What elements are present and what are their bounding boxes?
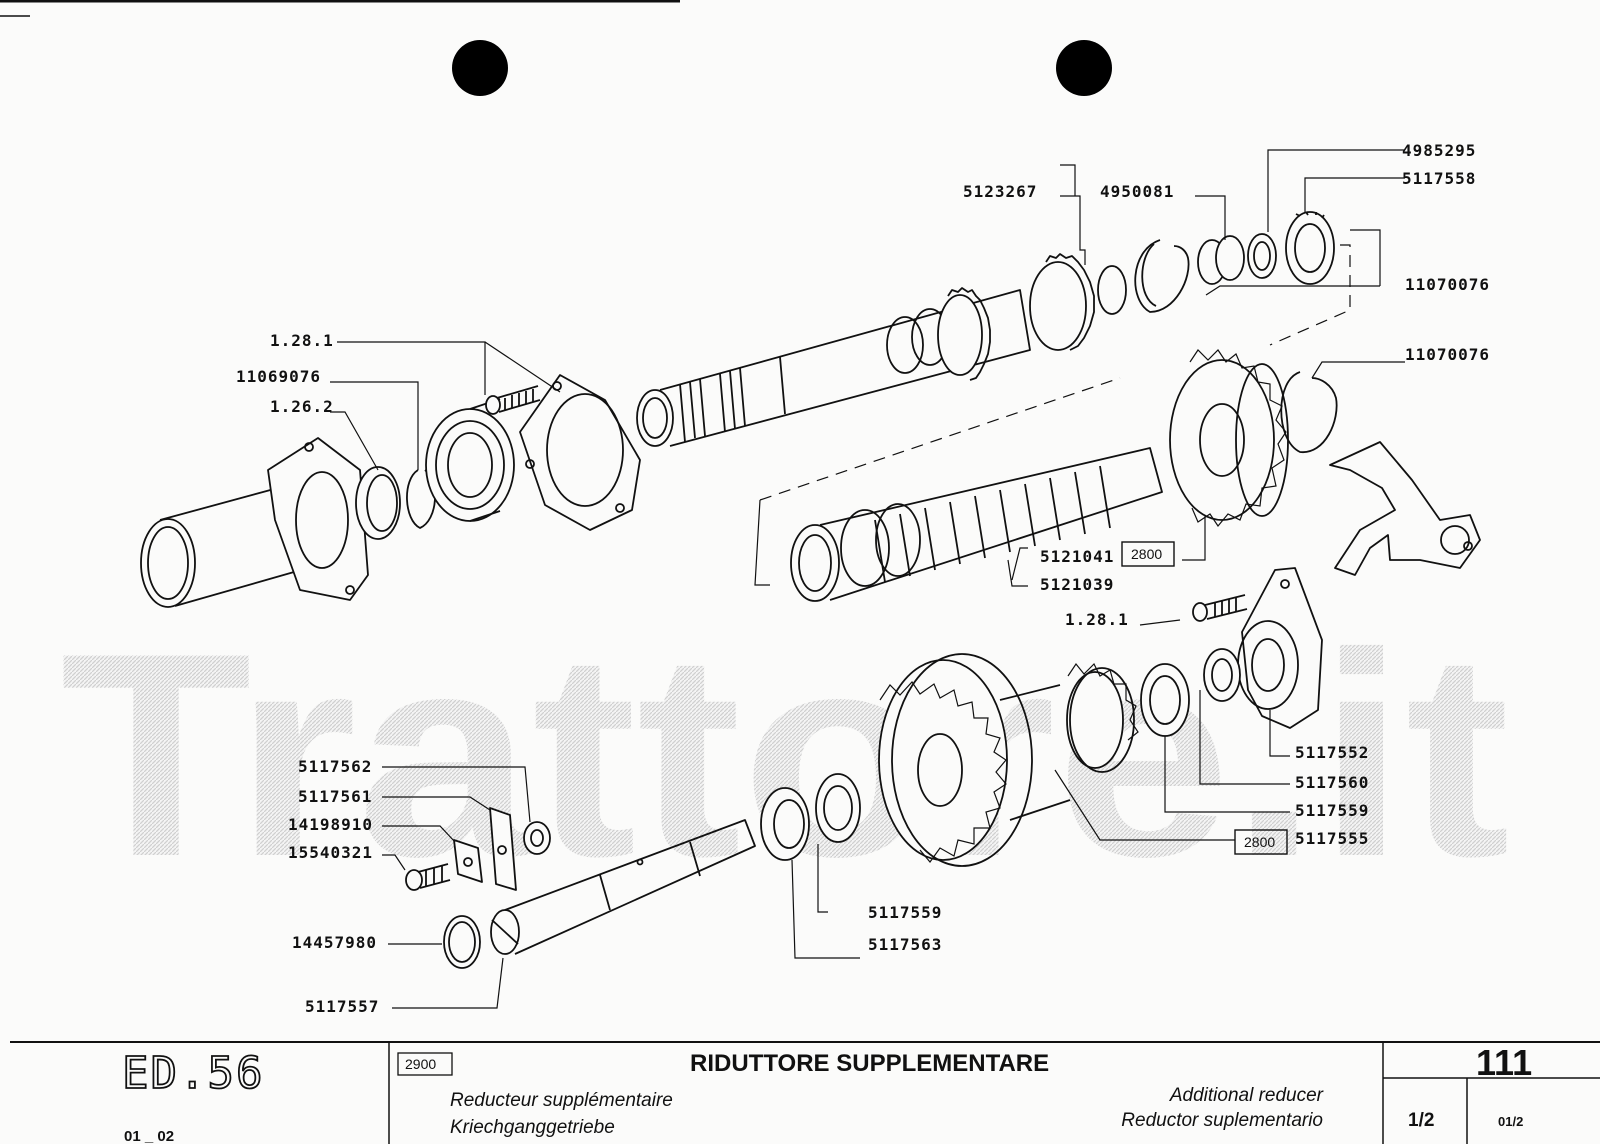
bolt-upper xyxy=(485,385,541,415)
spacer-5117562 xyxy=(523,821,551,855)
needle-bearing-5117558 xyxy=(1285,211,1335,285)
oring-14457980 xyxy=(443,915,481,969)
page-number: 111 xyxy=(1476,1042,1533,1083)
label-1-26-2: 1.26.2 xyxy=(270,397,334,416)
label-15540321: 15540321 xyxy=(288,843,373,862)
part-labels: 4985295 5117558 5123267 4950081 11070076… xyxy=(236,141,1490,1016)
cover-plate xyxy=(519,374,641,531)
label-5117558: 5117558 xyxy=(1402,169,1476,188)
label-5121041: 5121041 xyxy=(1040,547,1114,566)
group-box-2800-lower: 2800 xyxy=(1234,829,1288,855)
title-block-frame xyxy=(10,1041,1600,1144)
splined-shaft xyxy=(790,447,1163,602)
layshaft-5117557 xyxy=(490,819,756,955)
leader-lines xyxy=(330,149,1405,1009)
label-11069076: 11069076 xyxy=(236,367,321,386)
binder-hole-left xyxy=(452,40,508,96)
sheet-number: 1/2 xyxy=(1408,1110,1435,1131)
title-block: ED.56 01 _ 02 2900 RIDUTTORE SUPPLEMENTA… xyxy=(0,1040,1600,1144)
upper-main-shaft xyxy=(636,289,1031,447)
label-11070076-mid: 11070076 xyxy=(1405,345,1490,364)
label-11070076-top: 11070076 xyxy=(1405,275,1490,294)
flanged-tube xyxy=(140,437,369,608)
gear-5121041 xyxy=(1169,359,1289,521)
label-5123267: 5123267 xyxy=(963,182,1037,201)
lock-washer-14198910 xyxy=(453,839,483,883)
label-5117559-bottom: 5117559 xyxy=(868,903,942,922)
group-box-2800-upper-text: 2800 xyxy=(1131,546,1162,562)
needle-bearing-5117560 xyxy=(1140,663,1190,737)
title-english: Additional reducer xyxy=(1169,1085,1323,1106)
label-5117559-right: 5117559 xyxy=(1295,801,1369,820)
needle-bearing-5117559 xyxy=(815,773,861,843)
label-5117557: 5117557 xyxy=(305,997,379,1016)
binder-hole-right xyxy=(1056,40,1112,96)
seal-ring xyxy=(355,466,401,540)
bolt-15540321 xyxy=(405,863,451,891)
label-4985295: 4985295 xyxy=(1402,141,1476,160)
reduction-gear-5117555 xyxy=(878,653,1135,867)
label-5117552: 5117552 xyxy=(1295,743,1369,762)
label-5121039: 5121039 xyxy=(1040,575,1114,594)
title-italian: RIDUTTORE SUPPLEMENTARE xyxy=(690,1050,1050,1077)
title-french: Reducteur supplémentaire xyxy=(450,1090,673,1111)
edition-code: 01/2 xyxy=(1498,1114,1524,1129)
label-5117555: 5117555 xyxy=(1295,829,1369,848)
ball-bearing xyxy=(425,398,515,522)
label-1-28-1-right: 1.28.1 xyxy=(1065,610,1129,629)
circlip-top xyxy=(1134,239,1190,313)
label-5117562: 5117562 xyxy=(298,757,372,776)
label-14457980: 14457980 xyxy=(292,933,377,952)
spacer-4985295 xyxy=(1247,233,1277,279)
label-5117560: 5117560 xyxy=(1295,773,1369,792)
label-5117561: 5117561 xyxy=(298,787,372,806)
model-name: ED.56 xyxy=(121,1047,265,1100)
label-14198910: 14198910 xyxy=(288,815,373,834)
bushing-4950081 xyxy=(1197,235,1245,285)
title-german: Kriechganggetriebe xyxy=(450,1117,615,1138)
group-box-2800-upper: 2800 xyxy=(1121,541,1175,567)
gear-5123267 xyxy=(937,253,1127,381)
label-1-28-1-left: 1.28.1 xyxy=(270,331,334,350)
title-spanish: Reductor suplementario xyxy=(1121,1110,1323,1131)
lock-plate-5117561 xyxy=(489,807,517,891)
washer-5117563 xyxy=(760,787,810,861)
thrust-washer-5117559 xyxy=(1203,648,1241,702)
gear-teeth xyxy=(879,349,1287,863)
group-box-2800-lower-text: 2800 xyxy=(1244,834,1275,850)
model-years: 01 _ 02 xyxy=(124,1128,175,1144)
circlip-right xyxy=(1280,371,1338,453)
label-4950081: 4950081 xyxy=(1100,182,1174,201)
label-5117563: 5117563 xyxy=(868,935,942,954)
bolt-mid xyxy=(1192,594,1248,622)
exploded-diagram: Trattore.it xyxy=(0,0,1510,1016)
shift-fork xyxy=(1329,441,1481,576)
group-code: 2900 xyxy=(405,1056,437,1072)
